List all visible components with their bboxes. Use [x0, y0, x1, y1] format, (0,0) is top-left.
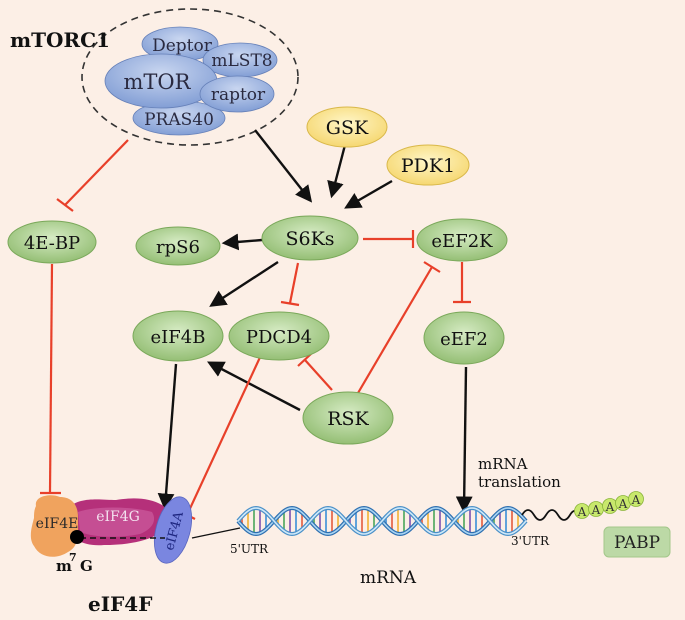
- utr3-label: 3'UTR: [511, 534, 550, 548]
- helix-base-pairs: [241, 508, 525, 534]
- tbar-rsk-eef2k: [423, 261, 441, 273]
- rps6-label: rpS6: [156, 237, 200, 258]
- pras40-label: PRAS40: [144, 110, 214, 130]
- raptor-subunit: [199, 75, 275, 113]
- node-pdcd4: PDCD4: [228, 311, 330, 361]
- eif4b-label: eIF4B: [151, 327, 206, 348]
- mrna-helix: [236, 505, 528, 537]
- edge-rsk-eif4b: [207, 361, 301, 412]
- activation-edges: [157, 129, 473, 514]
- mtorc1-complex: Deptor mLST8 mTOR raptor PRAS40: [81, 8, 299, 146]
- pdk1-label: PDK1: [401, 155, 455, 177]
- pabp-label: PABP: [614, 533, 660, 553]
- tbar-s6ks-pdcd4: [280, 300, 300, 307]
- cap-m-letter: m: [56, 557, 72, 575]
- edge-4ebp-eif4e: [48, 263, 54, 493]
- pdk1-shape: [386, 144, 470, 186]
- eef2k-shape: [416, 218, 508, 262]
- s6ks-shape: [261, 215, 359, 261]
- edge-pdk1-s6ks: [344, 179, 393, 209]
- edge-gsk-s6ks: [327, 144, 347, 199]
- polya-letter-2: A: [591, 503, 601, 517]
- node-rsk: RSK: [302, 391, 394, 445]
- node-eef2k: eEF2K: [416, 218, 508, 262]
- 4ebp-shape: [7, 220, 97, 264]
- pabp-box: PABP: [603, 526, 671, 558]
- cap-7-superscript: 7: [69, 551, 77, 564]
- node-eif4b: eIF4B: [132, 310, 224, 362]
- gsk-shape: [306, 106, 388, 148]
- polya-letter-1: A: [577, 505, 587, 519]
- helix-strand-b-highlight: [237, 507, 527, 535]
- mrna-3prime-tail: [521, 509, 579, 521]
- rsk-shape: [302, 391, 394, 445]
- utr5-label: 5'UTR: [230, 542, 269, 556]
- node-gsk: GSK: [306, 106, 388, 148]
- edge-s6ks-eif4b: [209, 260, 279, 307]
- polya-letter-3: A: [605, 500, 615, 514]
- polya-tail: A A A A A: [574, 491, 644, 519]
- edge-eef2-translation: [455, 366, 473, 514]
- eif4e-label: eIF4E: [36, 516, 79, 532]
- s6ks-label: S6Ks: [285, 228, 334, 250]
- mtorc1-title: mTORC1: [10, 28, 110, 52]
- mrna-leader-line: [191, 527, 241, 539]
- eif4f-complex: [30, 495, 193, 564]
- polya-a-5: [628, 491, 644, 507]
- tbar-mtorc1-4ebp: [56, 198, 74, 212]
- node-eef2: eEF2: [423, 311, 505, 365]
- pdcd4-label: PDCD4: [246, 327, 312, 348]
- deptor-label: Deptor: [152, 36, 213, 56]
- mlst8-label: mLST8: [211, 51, 272, 71]
- eef2-shape: [423, 311, 505, 365]
- eif4e-shape: [30, 495, 79, 557]
- rsk-label: RSK: [327, 408, 369, 430]
- polya-letter-5: A: [631, 493, 641, 507]
- edge-s6ks-rps6: [221, 233, 263, 251]
- eif4a-shape: [153, 496, 193, 564]
- eef2-label: eEF2: [440, 329, 488, 350]
- pdcd4-shape: [228, 311, 330, 361]
- eif4f-title: eIF4F: [88, 592, 152, 616]
- pabp-shape: [603, 526, 671, 558]
- polya-letter-4: A: [618, 497, 628, 511]
- edge-pdcd4-eif4a: [186, 339, 269, 516]
- node-pdk1: PDK1: [386, 144, 470, 186]
- edge-eif4b-eif4a: [157, 363, 178, 511]
- node-4ebp: 4E-BP: [7, 220, 97, 264]
- edge-rsk-pdcd4: [304, 359, 333, 391]
- node-rps6: rpS6: [135, 226, 221, 266]
- eif4b-shape: [132, 310, 224, 362]
- node-s6ks: S6Ks: [261, 215, 359, 261]
- translation-label-line1: mRNA: [478, 455, 528, 473]
- edge-rsk-eef2k: [357, 266, 433, 394]
- eif4g-label: eIF4G: [96, 509, 140, 525]
- mtor-label: mTOR: [124, 70, 192, 94]
- mrna-label: mRNA: [360, 568, 417, 588]
- translation-label-line2: translation: [478, 473, 561, 491]
- mtorc1-boundary: [81, 8, 299, 146]
- gsk-label: GSK: [326, 117, 369, 139]
- eif4g-highlight: [78, 507, 155, 537]
- edge-mtorc1-4ebp: [64, 139, 129, 206]
- edge-s6ks-pdcd4: [288, 262, 300, 304]
- 4ebp-label: 4E-BP: [24, 233, 80, 254]
- rps6-shape: [135, 226, 221, 266]
- cap-g-letter: G: [80, 557, 93, 575]
- m7g-cap-dot: [70, 530, 84, 544]
- raptor-label: raptor: [211, 85, 266, 105]
- edge-mtorc1-s6ks: [254, 129, 313, 203]
- eef2k-label: eEF2K: [431, 231, 493, 252]
